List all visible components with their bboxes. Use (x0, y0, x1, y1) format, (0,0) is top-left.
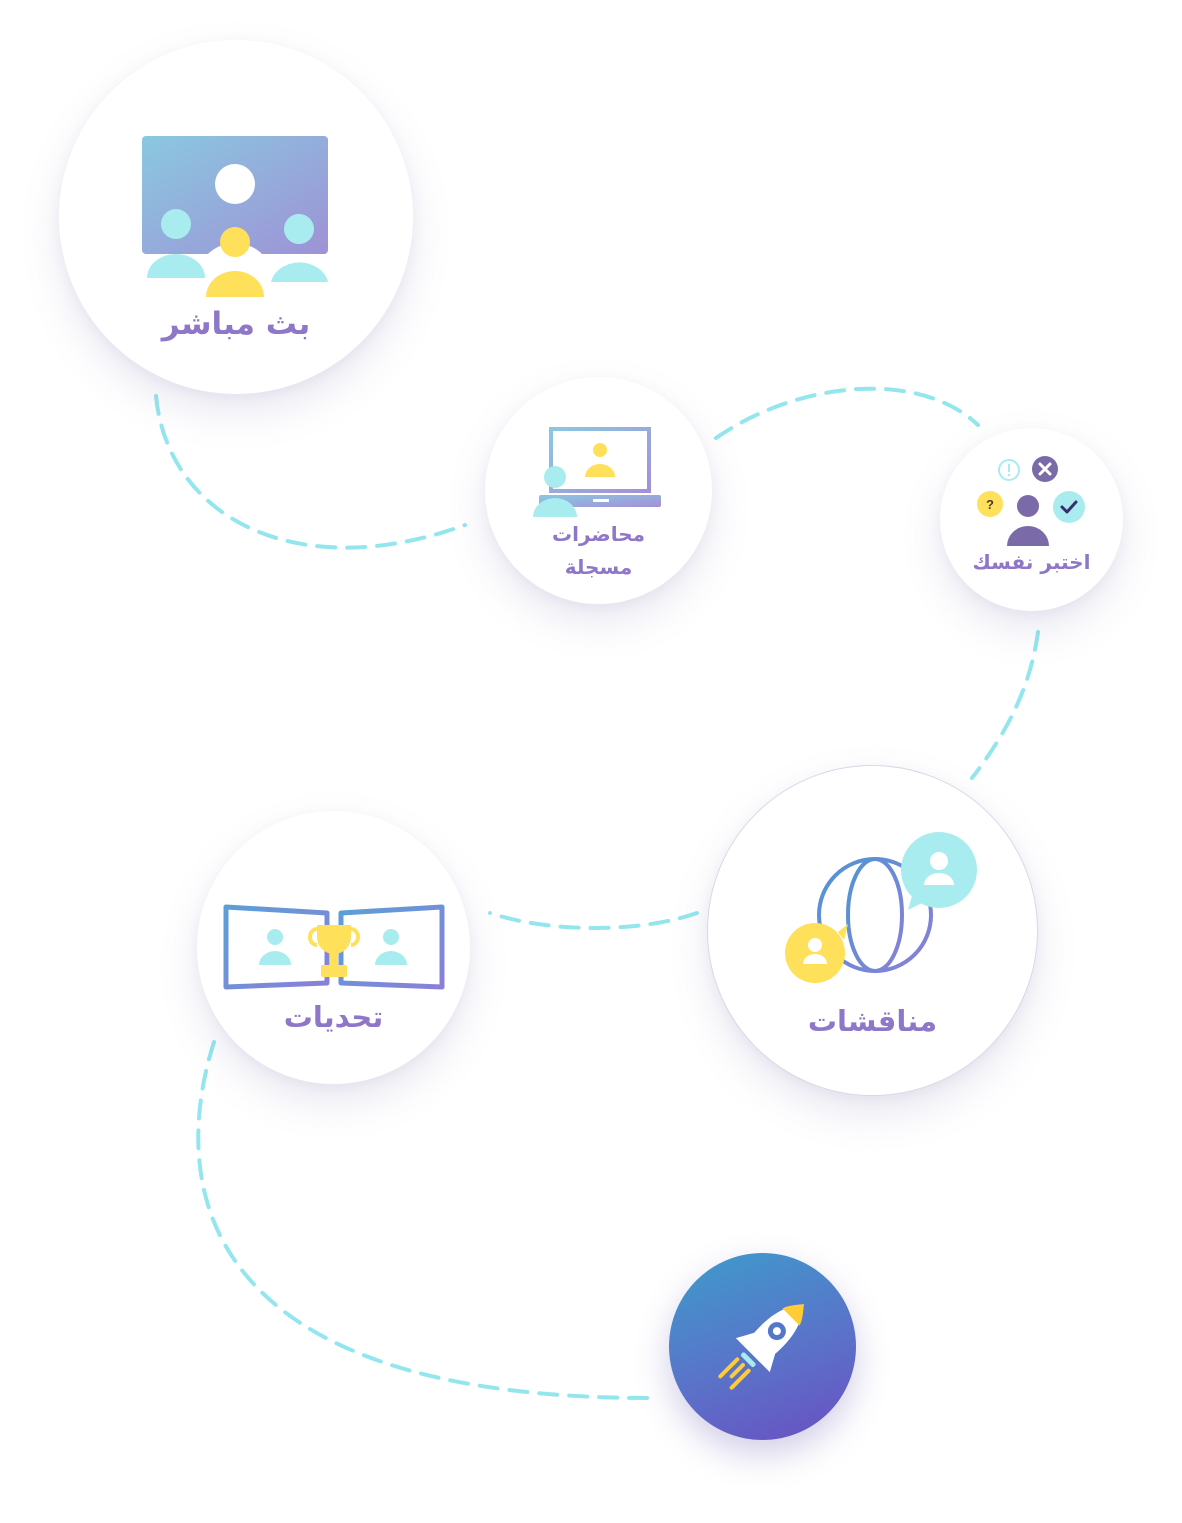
connector-test-to-discussions (970, 630, 1040, 780)
presentation-icon (142, 136, 328, 297)
node-recorded-lectures[interactable]: محاضرات مسجلة (485, 377, 712, 604)
discussions-label: مناقشات (807, 1004, 938, 1038)
recorded-lectures-label-1: محاضرات (551, 522, 646, 546)
challenges-label: تحديات (283, 1000, 384, 1034)
rocket-button[interactable] (669, 1253, 856, 1440)
trophy-screens-icon (223, 904, 445, 990)
node-test-yourself[interactable]: ? اختبر نفسك (940, 428, 1123, 611)
node-live-stream[interactable]: بث مباشر (59, 40, 413, 394)
svg-text:?: ? (986, 497, 994, 512)
test-yourself-label: اختبر نفسك (972, 550, 1091, 574)
connector-discussions-to-challenges (488, 911, 699, 930)
quiz-icon: ? (977, 456, 1085, 546)
live-stream-label: بث مباشر (161, 306, 311, 342)
rocket-icon (718, 1304, 804, 1390)
connector-recorded-to-test (714, 386, 980, 440)
connector-live-to-recorded (154, 394, 467, 550)
globe-chat-icon (785, 832, 977, 983)
laptop-video-icon (533, 427, 661, 517)
node-challenges[interactable]: تحديات (197, 811, 470, 1084)
recorded-lectures-label-2: مسجلة (564, 555, 633, 579)
connector-challenges-to-rocket (196, 1040, 658, 1401)
node-discussions[interactable]: مناقشات (707, 765, 1038, 1096)
